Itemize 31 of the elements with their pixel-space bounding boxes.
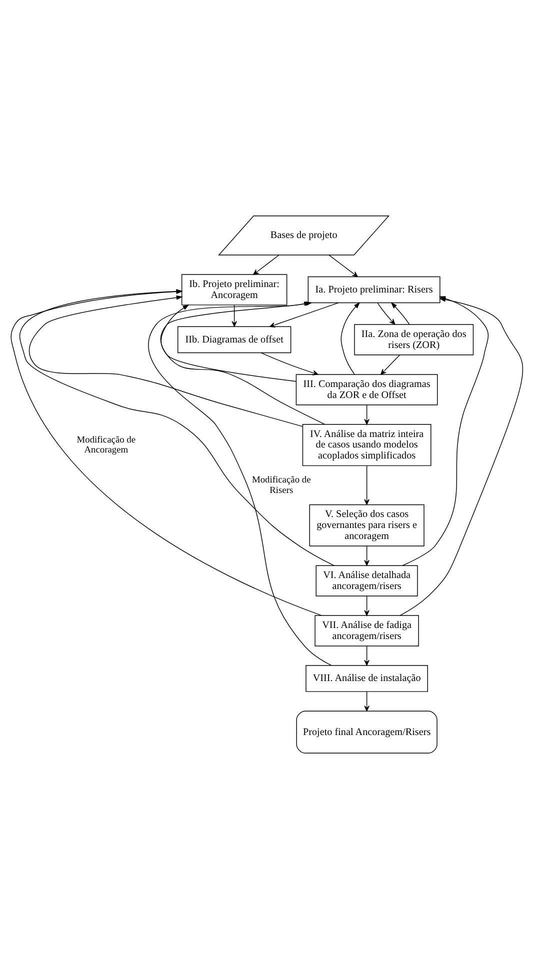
arrow [364, 646, 370, 666]
edge-label: Modificação de Ancoragem [76, 435, 136, 456]
arrow [10, 289, 322, 616]
node-box: VI. Análise detalhada ancoragem/risers [316, 565, 418, 596]
arrow [19, 289, 334, 566]
arrow [232, 304, 237, 327]
arrow [377, 302, 396, 325]
arrow [160, 304, 296, 382]
node-box: IIb. Diagramas de offset [177, 326, 292, 354]
arrow [340, 302, 360, 375]
arrow [364, 546, 370, 566]
edge-label: Modificação de Risers [252, 476, 311, 496]
arrow [364, 691, 370, 712]
node-box: VII. Análise de fadiga ancoragem/risers [314, 615, 419, 646]
node-box: V. Seleção dos casos governantes para risers e ancoragem [309, 504, 424, 546]
arrow [253, 254, 280, 275]
node-box: IIa. Zona de operação dos risers (ZOR) [354, 324, 474, 356]
arrow [364, 404, 370, 425]
node-box: Ib. Projeto preliminar: Ancoragem [181, 274, 288, 306]
node-box: IV. Análise da matriz inteira de casos usando modelos acoplados simplificados [302, 424, 432, 466]
node-box: III. Comparação dos diagramas da ZOR e de Offset [296, 374, 438, 406]
arrow [390, 302, 410, 325]
arrow [260, 352, 318, 376]
arrow [28, 295, 303, 427]
arrow [364, 596, 370, 616]
node-box: Projeto final Ancoragem/Risers [296, 710, 438, 754]
arrow [364, 465, 370, 505]
arrow [328, 254, 358, 277]
arrow [380, 354, 400, 375]
node-box: Ia. Projeto preliminar: Risers [308, 276, 440, 304]
node-box: VIII. Análise de instalação [306, 665, 428, 692]
